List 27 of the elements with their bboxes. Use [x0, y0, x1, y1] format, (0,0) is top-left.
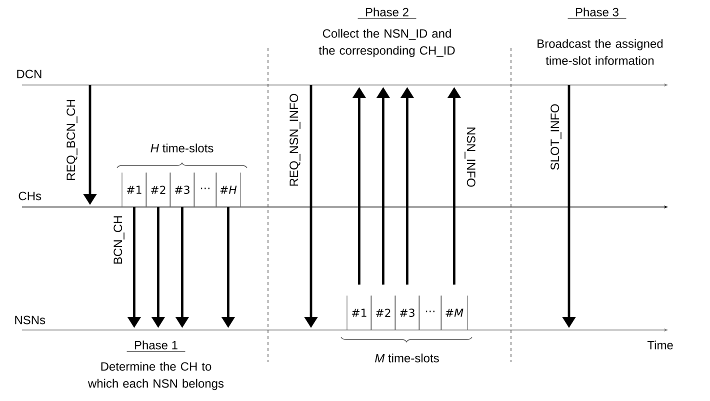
message-label: BCN_CH [114, 216, 124, 264]
message-label: SLOT_INFO [550, 104, 562, 170]
lifeline-label: CHs [18, 192, 42, 200]
time-slot-cell: #1 [122, 172, 147, 208]
message-label: REQ_BCN_CH [66, 100, 78, 180]
time-slot-cell: #M [446, 308, 464, 317]
time-slot-cell: #2 [150, 186, 166, 194]
phase-description: Broadcast the assigned time-slot information [538, 39, 663, 65]
time-slot-cell: #3 [174, 186, 190, 194]
time-slot-cell: #1 [346, 295, 372, 330]
brace-label: M time-slots [375, 354, 439, 362]
message-label: REQ_NSN_INFO [290, 94, 300, 186]
lifeline-label: DCN [17, 70, 42, 78]
time-slot-cell: #2 [376, 308, 390, 317]
time-slot-cell: ⋯ [200, 188, 210, 190]
lifeline-label: NSNs [15, 316, 46, 324]
phase-description: Determine the CH to which each NSN belongs [88, 362, 224, 390]
phase-heading: Phase 2 [357, 8, 417, 19]
phase-heading: Phase 3 [567, 8, 627, 19]
message-label: NSN_INFO [464, 128, 476, 187]
axis-label: Time [647, 340, 673, 350]
brace-label: H time-slots [150, 144, 214, 152]
phase-heading: Phase 1 [126, 340, 186, 352]
phase-description: Collect the NSN_ID and the corresponding CH_ID [318, 28, 455, 58]
time-slot-cell: #H [220, 186, 237, 194]
time-slot-cell: ⋯ [426, 310, 434, 312]
time-slot-cell: #3 [400, 308, 414, 317]
